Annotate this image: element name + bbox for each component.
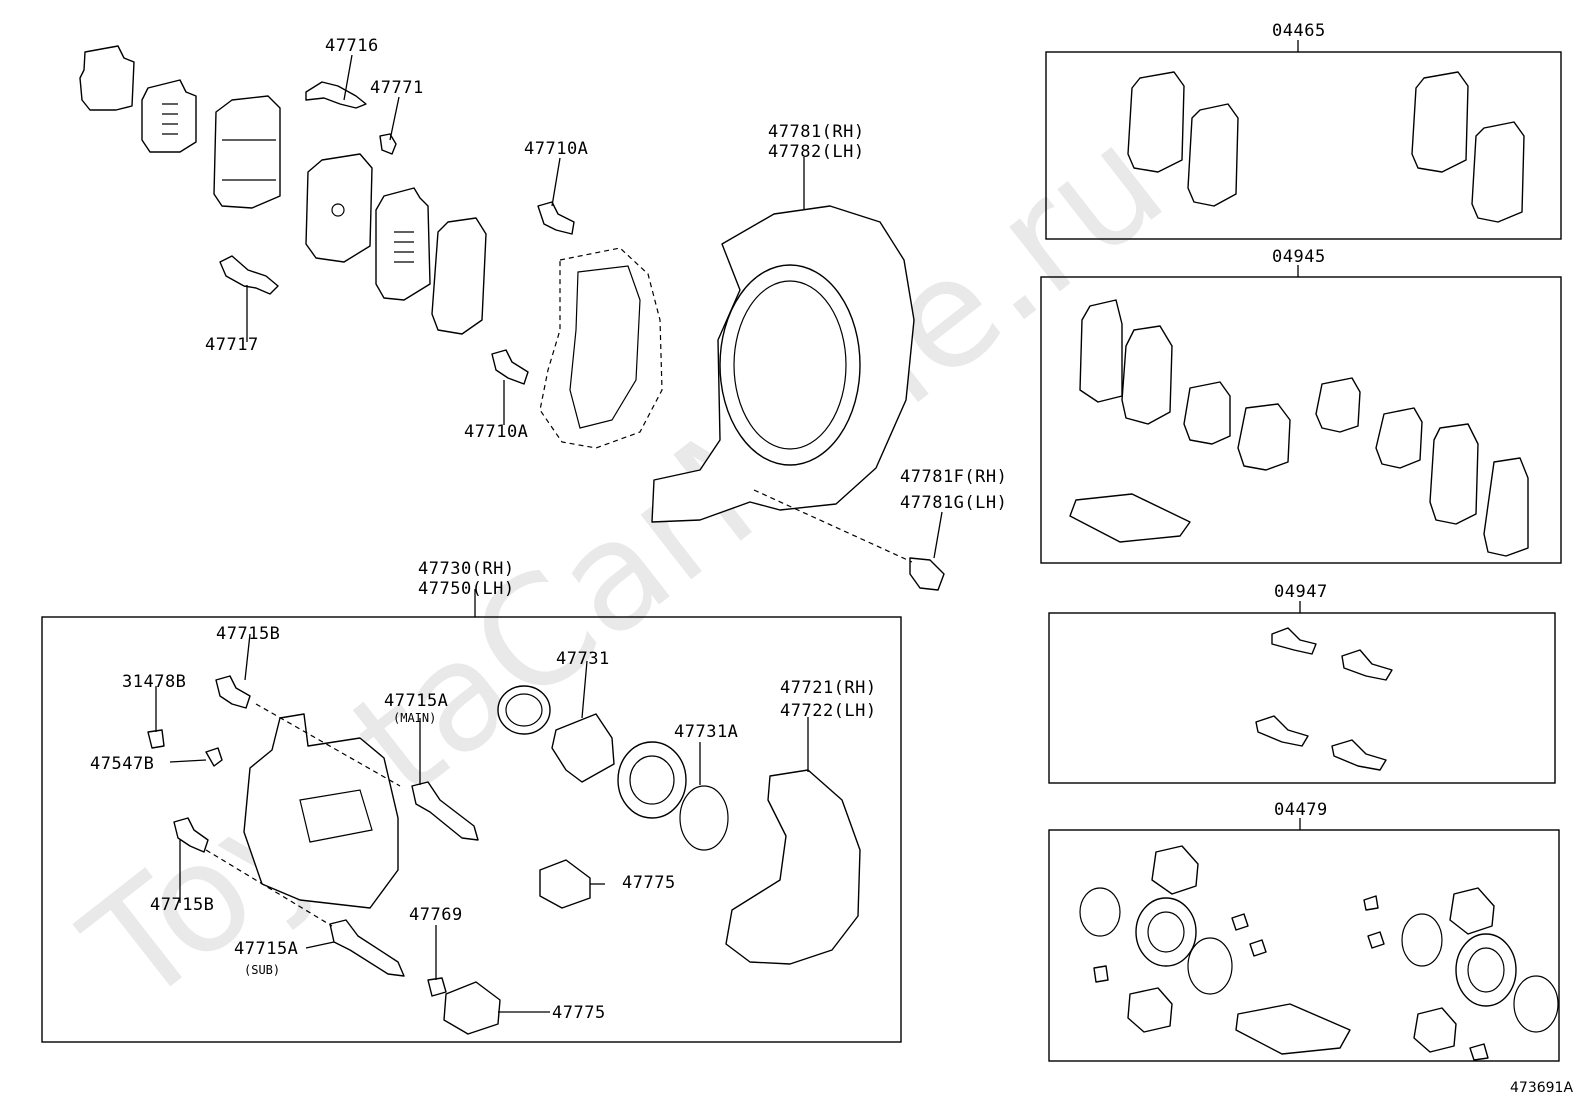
label-47547b: 47547B [90, 754, 154, 774]
pad-support-plate-47716 [305, 81, 367, 109]
label-kit-04947: 04947 [1274, 582, 1328, 602]
label-47715b-bottom: 47715B [150, 895, 214, 915]
kit-04465-frame [1045, 51, 1562, 240]
pad-shim-rear-inner [375, 187, 431, 301]
label-47721-rh: 47721(RH) [780, 678, 877, 698]
boot-47775-bottom [443, 981, 501, 1035]
disc-brake-pad-front [213, 95, 281, 209]
watermark-text: ToyotaCarMine.ru [54, 94, 1195, 1038]
label-47717: 47717 [205, 335, 259, 355]
caliper-assembly-frame [41, 616, 902, 1043]
kit-04479-seals [1079, 845, 1559, 1061]
disc-brake-pad-rear [305, 153, 373, 263]
label-47750-lh: 47750(LH) [418, 579, 515, 599]
kit-04945-pads [1069, 299, 1529, 557]
label-47782-lh: 47782(LH) [768, 142, 865, 162]
piston-seal-ring [679, 785, 729, 851]
pad-support-plate-47717 [219, 255, 279, 295]
label-kit-04479: 04479 [1274, 800, 1328, 820]
bleeder-plug-47547b [205, 747, 223, 767]
label-47731: 47731 [556, 649, 610, 669]
bolt-47710a-bottom [491, 349, 529, 385]
boot-47775-top [539, 859, 591, 909]
label-main-note: (MAIN) [393, 711, 436, 725]
label-sub-note: (SUB) [244, 963, 280, 977]
label-47716: 47716 [325, 36, 379, 56]
leader-lines [155, 40, 1301, 1013]
bushing-47769 [427, 977, 447, 997]
diagram-reference: 473691A [1510, 1080, 1573, 1096]
bolt-47715b-bottom [173, 817, 209, 853]
label-47781-rh: 47781(RH) [768, 122, 865, 142]
pad-wear-indicator-47771 [379, 133, 397, 155]
pad-anti-squeal-shim-inner [79, 45, 135, 111]
label-47781f-rh: 47781F(RH) [900, 467, 1007, 487]
pad-anti-squeal-shim-outer [141, 79, 197, 153]
label-47715a-main: 47715A [384, 691, 448, 711]
label-kit-04465: 04465 [1272, 21, 1326, 41]
kit-04945-frame [1040, 276, 1562, 564]
label-47730-rh: 47730(RH) [418, 559, 515, 579]
caliper-mounting-47721 [725, 769, 861, 965]
cap-31478b [147, 729, 165, 749]
label-47722-lh: 47722(LH) [780, 701, 877, 721]
kit-04465-pads [1127, 71, 1525, 223]
caliper-mounting-dashed [539, 247, 663, 449]
bolt-47710a-top [537, 201, 575, 235]
label-47710a-bottom: 47710A [464, 422, 528, 442]
label-47781g-lh: 47781G(LH) [900, 493, 1007, 513]
label-47715a-sub: 47715A [234, 939, 298, 959]
label-47731a: 47731A [674, 722, 738, 742]
slide-pin-main [411, 781, 479, 841]
label-kit-04945: 04945 [1272, 247, 1326, 267]
slide-pin-sub [329, 919, 405, 977]
disc-brake-dust-cover [651, 205, 915, 523]
piston-seal-47731-ring [497, 685, 551, 735]
label-47775-top: 47775 [622, 873, 676, 893]
label-47769: 47769 [409, 905, 463, 925]
screw-47781f [909, 557, 945, 591]
label-47775-bottom: 47775 [552, 1003, 606, 1023]
label-47710a-top: 47710A [524, 139, 588, 159]
label-31478b: 31478B [122, 672, 186, 692]
bolt-47715b-top [215, 675, 251, 709]
label-47771: 47771 [370, 78, 424, 98]
piston-47731 [551, 713, 615, 783]
cylinder-boot-47731a [617, 741, 687, 819]
label-47715b-top: 47715B [216, 624, 280, 644]
pad-shim-rear-outer [431, 217, 487, 335]
kit-04947-plates [1255, 627, 1393, 771]
kit-04947-frame [1048, 612, 1556, 784]
kit-04479-frame [1048, 829, 1560, 1062]
